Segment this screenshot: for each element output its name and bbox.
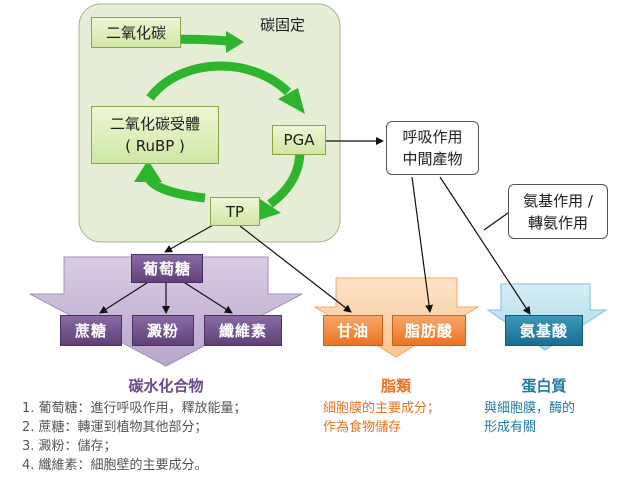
carbohydrate-note: 3. 澱粉：儲存；: [22, 439, 117, 454]
glycerol-box: 甘油: [323, 315, 383, 346]
lipid-title: 脂類: [380, 377, 411, 395]
cellulose-box: 纖維素: [204, 315, 282, 346]
carbohydrate-notes: 1. 葡萄糖：進行呼吸作用，釋放能量； 2. 蔗糖：轉運到植物其他部分； 3. …: [22, 399, 247, 475]
intermediate-line2: 中間產物: [402, 150, 463, 168]
starch-box: 澱粉: [132, 315, 194, 346]
rubp-line2: ( RuBP ): [125, 137, 185, 155]
rubp-box: 二氧化碳受體 ( RuBP ): [91, 106, 219, 164]
carbohydrate-note: 4. 纖維素：細胞壁的主要成分。: [22, 458, 208, 473]
rubp-line1: 二氧化碳受體: [109, 115, 200, 133]
lipid-notes: 細胞膜的主要成分； 作為食物儲存: [323, 399, 440, 437]
calvin-cycle-arrowheads: [134, 31, 305, 221]
amination-box: 氨基作用 / 轉氨作用: [508, 184, 608, 239]
protein-note: 形成有關: [484, 420, 537, 435]
sucrose-box: 蔗糖: [60, 315, 122, 346]
carbon-fixation-title: 碳固定: [260, 16, 306, 34]
lipid-note: 作為食物儲存: [323, 420, 402, 435]
lipid-note: 細胞膜的主要成分；: [323, 401, 441, 416]
respiration-intermediate-box: 呼吸作用 中間產物: [386, 121, 479, 175]
intermediate-line1: 呼吸作用: [402, 128, 463, 146]
tp-box: TP: [210, 197, 260, 226]
protein-title: 蛋白質: [521, 377, 567, 395]
pga-box: PGA: [272, 125, 326, 155]
amination-line2: 轉氨作用: [527, 213, 588, 232]
amino-acid-box: 氨基酸: [505, 315, 583, 346]
carbohydrate-note: 1. 葡萄糖：進行呼吸作用，釋放能量；: [22, 401, 247, 416]
fatty-acid-box: 脂肪酸: [392, 315, 466, 346]
carbohydrate-note: 2. 蔗糖：轉運到植物其他部分；: [22, 420, 208, 435]
protein-note: 與細胞膜，酶的: [484, 401, 576, 416]
protein-notes: 與細胞膜，酶的 形成有關: [484, 399, 575, 437]
glucose-box: 葡萄糖: [131, 254, 203, 283]
carbohydrate-title: 碳水化合物: [128, 377, 204, 395]
co2-box: 二氧化碳: [91, 17, 181, 48]
amination-line1: 氨基作用 /: [523, 191, 593, 210]
